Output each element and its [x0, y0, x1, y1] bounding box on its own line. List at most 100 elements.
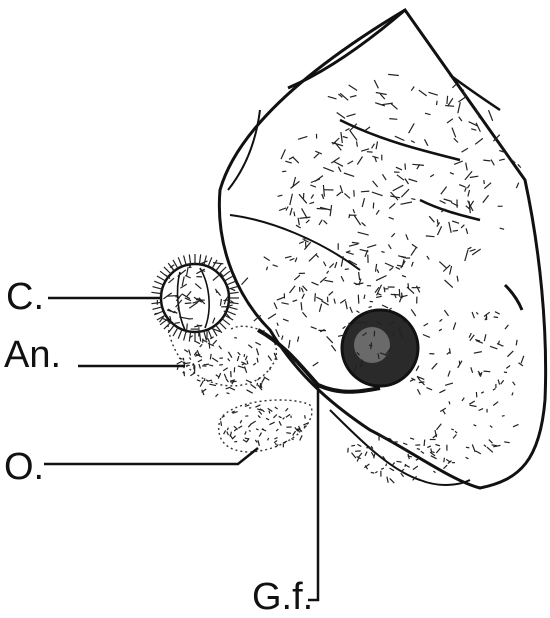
hair-stroke — [436, 448, 440, 453]
plate-line-2 — [228, 110, 260, 190]
plate-line-3 — [340, 120, 460, 160]
hair-stroke — [226, 379, 228, 382]
hair-stroke — [238, 366, 245, 368]
hair-stroke — [391, 442, 398, 443]
hair-stroke — [462, 148, 468, 152]
hair-stroke — [507, 351, 513, 357]
hair-stroke — [357, 141, 358, 146]
hair-stroke — [183, 373, 185, 374]
hair-stroke — [518, 164, 521, 167]
hair-stroke — [381, 252, 384, 253]
hair-stroke — [210, 354, 211, 360]
hair-stroke — [449, 401, 450, 404]
hair-stroke — [499, 159, 505, 160]
hair-stroke — [240, 420, 242, 423]
hair-stroke — [504, 442, 510, 443]
hair-stroke — [294, 275, 300, 280]
hair-stroke — [439, 329, 442, 331]
hair-stroke — [417, 389, 420, 394]
hair-stroke — [401, 469, 404, 471]
hair-stroke — [255, 440, 257, 443]
hair-stroke — [212, 358, 218, 362]
hair-stroke — [395, 136, 405, 140]
hair-stroke — [459, 185, 465, 188]
hair-stroke — [371, 472, 375, 473]
hair-stroke — [323, 167, 333, 171]
bristle-stroke — [208, 329, 212, 338]
hair-stroke — [259, 433, 261, 437]
hair-stroke — [275, 443, 276, 445]
hair-stroke — [296, 225, 301, 228]
hair-stroke — [286, 414, 290, 417]
hair-stroke — [465, 171, 472, 180]
hair-stroke — [458, 102, 461, 113]
hair-stroke — [247, 361, 248, 365]
hair-stroke — [343, 326, 346, 328]
hair-stroke — [227, 428, 228, 431]
hair-stroke — [273, 265, 278, 267]
hair-stroke — [304, 240, 309, 242]
hair-stroke — [189, 350, 191, 356]
hair-stroke — [314, 154, 319, 159]
hair-stroke — [386, 464, 387, 467]
hair-stroke — [268, 356, 272, 361]
hair-stroke — [431, 456, 437, 459]
hair-stroke — [277, 297, 284, 300]
hair-stroke — [290, 194, 293, 205]
hair-stroke — [219, 365, 223, 366]
hair-stroke — [388, 74, 399, 75]
hair-stroke — [258, 415, 260, 417]
hair-stroke — [417, 449, 420, 450]
hair-stroke — [412, 244, 417, 248]
hair-stroke — [453, 435, 456, 439]
hair-stroke — [228, 359, 230, 362]
hair-stroke — [438, 226, 442, 235]
hair-stroke — [249, 431, 251, 432]
bristle-stroke — [219, 267, 226, 274]
label-c: C. — [6, 278, 44, 316]
hair-stroke — [200, 344, 203, 347]
hair-stroke — [227, 432, 229, 436]
hair-stroke — [425, 139, 428, 146]
hair-stroke — [273, 415, 276, 418]
hair-stroke — [500, 228, 504, 229]
bristle-stroke — [199, 332, 200, 342]
hair-stroke — [429, 92, 438, 95]
hair-stroke — [313, 362, 319, 366]
hair-stroke — [350, 96, 357, 98]
label-an: An. — [4, 336, 61, 374]
hair-stroke — [262, 378, 265, 383]
hair-stroke — [481, 392, 484, 393]
hair-stroke — [248, 345, 252, 348]
hair-stroke — [433, 471, 435, 473]
bristle-stroke — [212, 260, 217, 269]
anal-lobe — [168, 325, 276, 386]
hair-stroke — [274, 441, 277, 443]
hair-stroke — [358, 295, 359, 304]
hair-stroke — [231, 289, 236, 291]
hair-stroke — [423, 335, 430, 338]
hair-stroke — [302, 208, 308, 218]
bristle-stroke — [184, 331, 187, 341]
hair-stroke — [282, 336, 283, 340]
leader-line-o — [44, 448, 258, 464]
hair-stroke — [397, 461, 402, 462]
hair-stroke — [274, 303, 277, 310]
bristle-stroke — [151, 302, 161, 303]
hair-stroke — [459, 117, 462, 121]
hair-stroke — [289, 340, 290, 348]
hair-stroke — [401, 473, 404, 477]
hair-stroke — [484, 183, 491, 189]
hair-stroke — [406, 234, 408, 240]
hair-stroke — [512, 393, 513, 396]
bristle-stroke — [222, 319, 230, 325]
hair-stroke — [324, 220, 328, 224]
hair-stroke — [437, 219, 438, 224]
hair-stroke — [445, 280, 453, 288]
hair-stroke — [452, 221, 459, 223]
bristle-stroke — [173, 260, 178, 269]
hair-stroke — [327, 271, 329, 274]
hair-stroke — [179, 358, 183, 359]
hair-stroke — [274, 438, 277, 439]
hair-stroke — [167, 296, 177, 297]
